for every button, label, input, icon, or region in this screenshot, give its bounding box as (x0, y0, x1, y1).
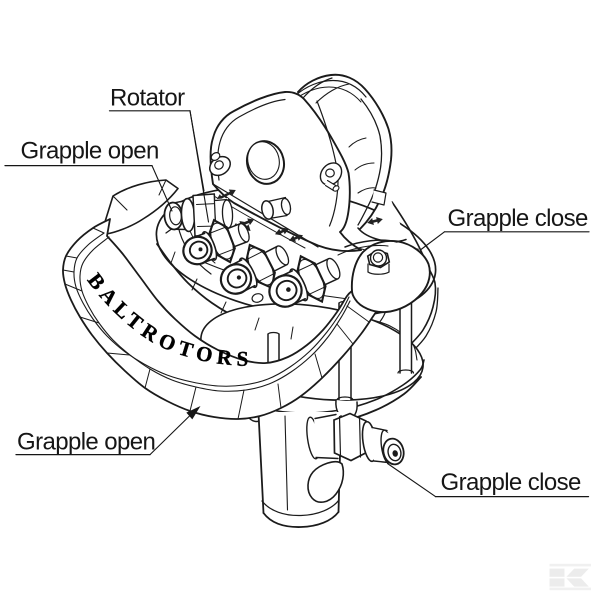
svg-text:Grapple close: Grapple close (448, 205, 589, 232)
svg-text:Rotator: Rotator (110, 85, 185, 112)
svg-text:Grapple open: Grapple open (17, 429, 155, 456)
svg-text:Grapple open: Grapple open (21, 138, 159, 165)
svg-text:Grapple close: Grapple close (441, 469, 582, 496)
